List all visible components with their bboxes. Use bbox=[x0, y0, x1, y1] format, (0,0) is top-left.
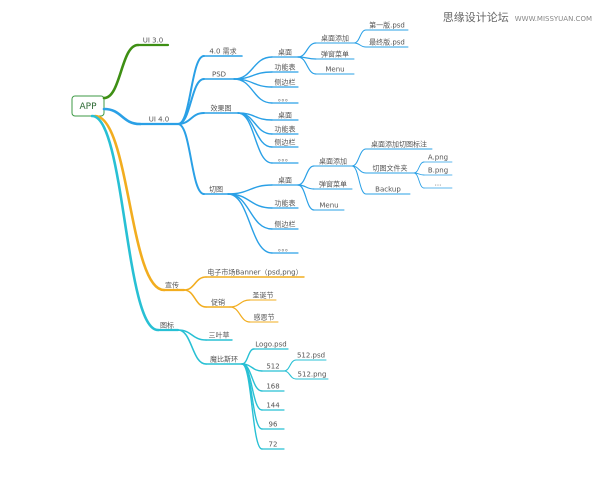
node-label-eff-desk[interactable]: 桌面 bbox=[278, 111, 292, 120]
branch-cut-mark bbox=[351, 148, 367, 167]
node-label-s144[interactable]: 144 bbox=[266, 402, 280, 410]
branch-icon bbox=[90, 114, 160, 332]
branch-eff-more bbox=[237, 112, 273, 164]
node-label-cut-desk[interactable]: 桌面 bbox=[278, 176, 292, 185]
branch-mobius bbox=[177, 329, 207, 365]
node-label-psd-desk-add[interactable]: 桌面添加 bbox=[321, 34, 349, 43]
branch-xmas bbox=[229, 299, 251, 308]
node-label-eff[interactable]: 效果图 bbox=[211, 104, 232, 113]
branch-cut-desk-add bbox=[297, 165, 315, 186]
branch-cut-desk bbox=[227, 184, 273, 195]
node-label-logo[interactable]: Logo.psd bbox=[255, 341, 286, 349]
node-label-psd-v1[interactable]: 第一版.psd bbox=[369, 21, 405, 30]
node-label-psd[interactable]: PSD bbox=[212, 71, 226, 79]
branch-psd-final bbox=[353, 42, 367, 48]
branch-thanks bbox=[229, 306, 251, 323]
branch-psd-menu bbox=[297, 56, 317, 75]
branch-psd-more bbox=[233, 78, 273, 104]
node-label-psd-menu[interactable]: Menu bbox=[325, 66, 344, 74]
node-label-eff-side[interactable]: 侧边栏 bbox=[275, 138, 296, 147]
node-label-promo[interactable]: 宣传 bbox=[165, 281, 179, 290]
branch-logo bbox=[241, 348, 255, 365]
branch-cut-a bbox=[413, 161, 425, 174]
watermark-site-name: 思缘设计论坛 bbox=[442, 11, 509, 24]
node-label-psd-final[interactable]: 最终版.psd bbox=[369, 38, 405, 47]
node-label-s168[interactable]: 168 bbox=[266, 383, 279, 391]
branch-s96 bbox=[241, 363, 263, 430]
node-label-mobius[interactable]: 魔比斯环 bbox=[210, 355, 238, 364]
node-label-cut-b[interactable]: B.png bbox=[428, 167, 448, 175]
node-label-sale[interactable]: 促销 bbox=[211, 298, 225, 307]
node-label-s72[interactable]: 72 bbox=[269, 441, 278, 449]
node-label-psd-func[interactable]: 功能表 bbox=[275, 63, 296, 72]
node-label-psd-desk[interactable]: 桌面 bbox=[278, 48, 292, 57]
branch-cut-more bbox=[227, 193, 273, 254]
branch-cut-menu bbox=[297, 184, 315, 211]
branch-sale bbox=[183, 289, 207, 308]
root-node[interactable]: APP bbox=[71, 95, 105, 117]
node-label-thanks[interactable]: 感恩节 bbox=[254, 313, 275, 322]
root-node-label: APP bbox=[79, 102, 97, 112]
node-label-ui3[interactable]: UI 3.0 bbox=[143, 37, 164, 45]
branch-s72 bbox=[241, 363, 263, 450]
node-label-cut-dots[interactable]: ... bbox=[435, 180, 442, 188]
branch-eff bbox=[177, 112, 205, 125]
node-label-psd-popup[interactable]: 弹窗菜单 bbox=[321, 50, 349, 59]
node-label-cut-desk-add[interactable]: 桌面添加 bbox=[319, 157, 347, 166]
node-label-psd-more[interactable]: 。。。 bbox=[278, 95, 292, 103]
node-label-xmas[interactable]: 圣诞节 bbox=[253, 291, 274, 300]
node-label-s512psd[interactable]: 512.psd bbox=[297, 352, 325, 360]
node-label-s512[interactable]: 512 bbox=[266, 363, 279, 371]
node-label-icon[interactable]: 图标 bbox=[160, 321, 174, 330]
branch-psd-desk-add bbox=[297, 42, 317, 58]
node-label-eff-more[interactable]: 。。。 bbox=[278, 155, 292, 163]
node-label-cut-mark[interactable]: 桌面添加切图标注 bbox=[371, 140, 427, 149]
node-label-cut-backup[interactable]: Backup bbox=[375, 186, 401, 194]
node-label-ui4[interactable]: UI 4.0 bbox=[149, 116, 170, 124]
node-label-cut-more[interactable]: 。。。 bbox=[278, 245, 292, 253]
branch-promo bbox=[93, 114, 166, 292]
branch-banner bbox=[183, 276, 207, 291]
node-label-psd-side[interactable]: 侧边栏 bbox=[275, 78, 296, 87]
node-label-cut[interactable]: 切图 bbox=[209, 186, 223, 194]
node-label-banner[interactable]: 电子市场Banner（psd,png） bbox=[207, 268, 302, 277]
branch-ui4 bbox=[102, 107, 142, 126]
branch-ui3 bbox=[102, 43, 140, 100]
node-label-clover[interactable]: 三叶草 bbox=[209, 331, 230, 340]
node-label-s96[interactable]: 96 bbox=[269, 421, 278, 429]
node-label-req[interactable]: 4.0 需求 bbox=[209, 47, 236, 56]
node-label-cut-a[interactable]: A.png bbox=[428, 154, 448, 162]
node-label-cut-folder[interactable]: 切图文件夹 bbox=[373, 164, 408, 173]
node-label-s512png[interactable]: 512.png bbox=[298, 371, 327, 379]
branch-s512png bbox=[283, 370, 297, 380]
root-node-box bbox=[71, 95, 105, 117]
watermark-url: WWW.MISSYUAN.COM bbox=[514, 15, 592, 23]
node-label-cut-menu[interactable]: Menu bbox=[319, 202, 338, 210]
node-label-eff-func[interactable]: 功能表 bbox=[275, 125, 296, 134]
branch-cut bbox=[177, 123, 205, 195]
watermark: 思缘设计论坛 WWW.MISSYUAN.COM bbox=[443, 6, 592, 25]
node-label-cut-popup[interactable]: 弹窗菜单 bbox=[319, 180, 347, 189]
branch-psd-v1 bbox=[353, 29, 367, 44]
branch-s512psd bbox=[283, 359, 297, 372]
branch-eff-side bbox=[237, 112, 273, 148]
branch-cut-backup bbox=[351, 165, 367, 195]
branch-cut-dots bbox=[413, 172, 425, 189]
node-label-cut-side[interactable]: 侧边栏 bbox=[275, 220, 296, 229]
node-label-cut-func[interactable]: 功能表 bbox=[275, 199, 296, 208]
